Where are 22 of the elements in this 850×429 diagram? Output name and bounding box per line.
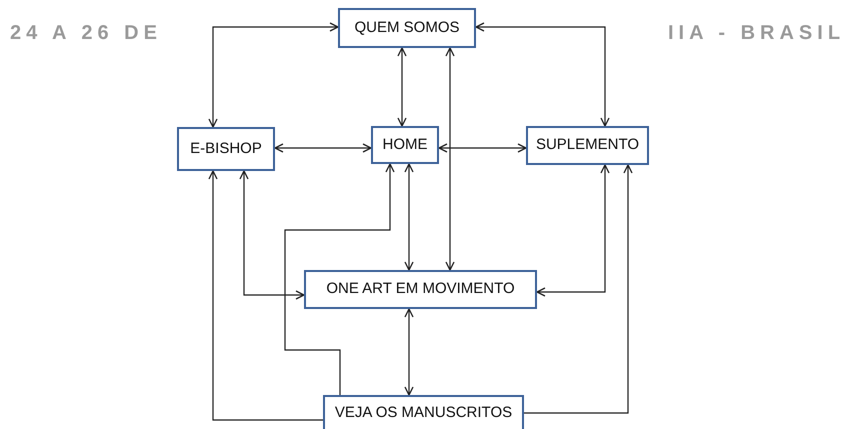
page-box: [304, 270, 537, 309]
arrow: [475, 22, 610, 127]
arrow: [404, 308, 414, 396]
page-box: [526, 126, 649, 165]
arrow: [536, 164, 610, 297]
background-heading-text: 24 A 26 DE: [10, 22, 162, 45]
page-box: [323, 395, 524, 429]
page-box: [371, 126, 439, 164]
page-title: QUEM SOMOS: [354, 20, 460, 36]
arrow: [274, 143, 372, 153]
arrow: [397, 47, 407, 127]
page-box: [338, 8, 476, 48]
arrow: [404, 163, 414, 271]
background-heading-text: IIA - BRASIL: [668, 22, 846, 45]
arrow: [239, 170, 305, 300]
arrow: [438, 143, 527, 153]
page-box: [177, 127, 275, 171]
arrow: [208, 170, 323, 421]
arrow: [208, 22, 339, 128]
arrow: [445, 47, 455, 271]
arrow: [284, 163, 395, 395]
arrow: [524, 164, 633, 414]
